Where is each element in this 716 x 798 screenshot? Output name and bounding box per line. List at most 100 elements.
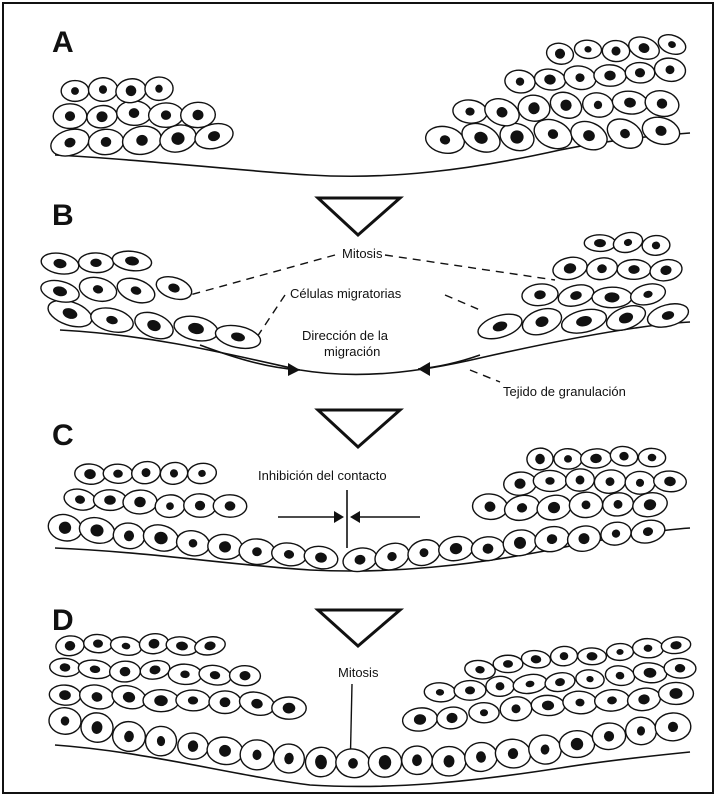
epithelial-cell bbox=[238, 538, 275, 565]
epithelial-cell bbox=[367, 746, 402, 778]
epithelial-cell bbox=[143, 689, 179, 712]
epithelial-cell bbox=[546, 88, 585, 123]
epithelial-cell bbox=[464, 659, 497, 681]
epithelial-cell bbox=[168, 663, 202, 685]
epithelial-cell bbox=[512, 672, 548, 696]
epithelial-cell bbox=[602, 40, 630, 62]
epithelial-cell bbox=[55, 635, 85, 657]
epithelial-cell bbox=[49, 657, 81, 677]
epithelial-cell bbox=[593, 468, 627, 495]
epithelial-cell bbox=[575, 669, 605, 690]
epithelial-cell bbox=[302, 544, 339, 572]
epithelial-cell bbox=[475, 310, 525, 344]
arrow-triangle-c bbox=[318, 410, 400, 447]
epithelial-cell bbox=[638, 448, 666, 467]
contact-arrowhead-left bbox=[334, 511, 344, 523]
epithelial-cell bbox=[463, 741, 499, 774]
epithelial-cell bbox=[432, 746, 467, 776]
label-migration-direction-2: migración bbox=[324, 344, 380, 359]
epithelial-cell bbox=[114, 274, 158, 308]
epithelial-cell bbox=[45, 511, 84, 544]
panel-letter-c: C bbox=[52, 419, 74, 452]
epithelial-cell bbox=[591, 722, 626, 751]
epithelial-cell bbox=[594, 64, 627, 86]
epithelial-cell bbox=[334, 746, 373, 780]
epithelial-cell bbox=[86, 104, 119, 130]
epithelial-cell bbox=[144, 76, 173, 101]
epithelial-cell bbox=[629, 517, 667, 546]
epithelial-cell bbox=[556, 281, 596, 309]
epithelial-cell bbox=[527, 733, 564, 767]
epithelial-cell bbox=[304, 745, 339, 778]
epithelial-cell bbox=[577, 648, 606, 665]
migration-arrowhead-right bbox=[418, 362, 430, 376]
epithelial-cell bbox=[521, 282, 559, 307]
epithelial-cell bbox=[165, 635, 199, 657]
epithelial-cell bbox=[472, 493, 509, 521]
epithelial-cell bbox=[653, 470, 687, 492]
epithelial-cell bbox=[186, 462, 217, 485]
epithelial-cell bbox=[664, 658, 696, 678]
epithelial-cell bbox=[574, 39, 602, 59]
epithelial-cell bbox=[452, 98, 488, 124]
epithelial-cell bbox=[111, 719, 148, 753]
epithelial-cell bbox=[109, 635, 143, 658]
epithelial-cell bbox=[198, 663, 233, 687]
epithelial-cell bbox=[172, 312, 220, 344]
epithelial-cell bbox=[645, 300, 691, 332]
epithelial-cell bbox=[401, 745, 434, 775]
epithelial-cell bbox=[77, 658, 113, 680]
epithelial-cell bbox=[110, 682, 149, 712]
epithelial-cell bbox=[499, 695, 533, 722]
epithelial-cell bbox=[569, 491, 604, 518]
panel-c: C Inhibición del contacto bbox=[45, 410, 690, 575]
epithelial-cell bbox=[551, 254, 589, 282]
cell-nucleus bbox=[71, 87, 79, 95]
migratory-dash-right bbox=[445, 295, 480, 310]
epithelial-cell bbox=[130, 459, 162, 486]
epithelial-cell bbox=[625, 471, 655, 494]
epithelial-cell bbox=[454, 680, 486, 700]
epithelial-cell bbox=[193, 635, 226, 658]
epithelial-cell bbox=[559, 730, 595, 757]
epithelial-cell bbox=[123, 490, 158, 515]
epithelial-cell bbox=[49, 684, 82, 706]
cell-layer-c bbox=[45, 445, 686, 575]
epithelial-cell bbox=[74, 463, 106, 486]
epithelial-cell bbox=[88, 304, 135, 336]
label-contact-inhibition: Inhibición del contacto bbox=[258, 468, 387, 483]
epithelial-cell bbox=[139, 658, 171, 681]
epithelial-cell bbox=[53, 104, 87, 129]
epithelial-cell bbox=[177, 732, 210, 761]
epithelial-cell bbox=[653, 56, 687, 83]
epithelial-cell bbox=[40, 250, 81, 276]
panel-a: A bbox=[47, 26, 690, 176]
epithelial-cell bbox=[61, 81, 89, 102]
epithelial-cell bbox=[544, 671, 577, 694]
epithelial-cell bbox=[48, 707, 82, 736]
epithelial-cell bbox=[602, 113, 648, 154]
epithelial-cell bbox=[209, 691, 241, 714]
cell-nucleus bbox=[669, 688, 682, 699]
epithelial-cell bbox=[584, 235, 616, 252]
epithelial-cell bbox=[585, 256, 619, 282]
cell-nucleus bbox=[220, 697, 231, 707]
epithelial-cell bbox=[626, 33, 663, 63]
epithelial-cell bbox=[272, 697, 307, 720]
epithelial-cell bbox=[517, 94, 551, 123]
epithelial-cell bbox=[272, 742, 306, 774]
epithelial-cell bbox=[606, 643, 633, 660]
epithelial-cell bbox=[559, 305, 608, 337]
epithelial-cell bbox=[493, 655, 523, 672]
panel-letter-a: A bbox=[52, 26, 74, 59]
epithelial-cell bbox=[120, 123, 163, 157]
epithelial-cell bbox=[183, 493, 216, 517]
epithelial-cell bbox=[599, 520, 633, 548]
epithelial-cell bbox=[77, 514, 118, 547]
epithelial-cell bbox=[174, 528, 211, 559]
epithelial-cell bbox=[47, 125, 92, 161]
panel-letter-d: D bbox=[52, 604, 74, 637]
epithelial-cell bbox=[580, 448, 612, 469]
epithelial-cell bbox=[567, 116, 612, 155]
epithelial-cell bbox=[437, 534, 475, 563]
